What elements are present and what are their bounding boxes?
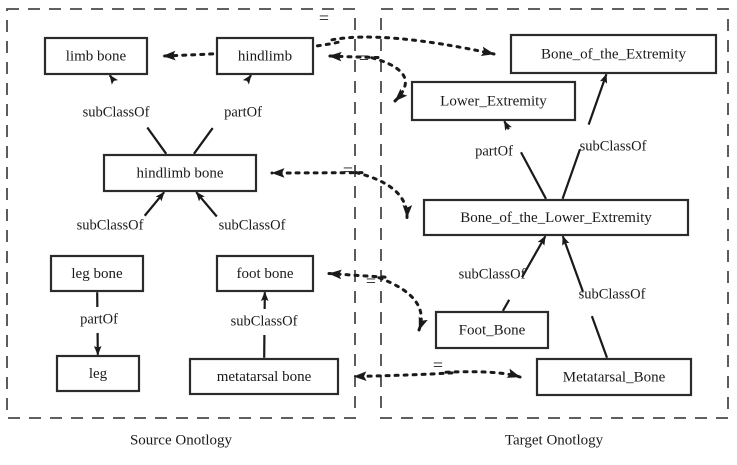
relation-edge-e7: partOf xyxy=(475,120,547,200)
concept-node-limb_bone[interactable]: limb bone xyxy=(43,36,149,76)
relation-edge-tail-e1 xyxy=(146,126,168,155)
relation-edge-label-e2: partOf xyxy=(224,104,262,120)
relation-edge-label-e6: subClassOf xyxy=(231,313,298,329)
group-box-source xyxy=(6,8,356,419)
relation-edge-label-e3: subClassOf xyxy=(77,217,144,233)
relation-edges-layer: subClassOf partOf subClassOf subClassOf part… xyxy=(77,73,647,359)
match-relation-symbol-m2: = xyxy=(359,48,369,68)
relation-edge-e3: subClassOf xyxy=(77,191,165,233)
concept-nodes-layer: limb bone hindlimb hindlimb bone leg bone fo… xyxy=(43,33,718,397)
relation-edge-tail-e10 xyxy=(590,315,609,359)
match-link-right-leg-m3 xyxy=(354,171,413,219)
group-box-target xyxy=(380,8,729,419)
concept-node-lower_extremity[interactable]: Lower_Extremity xyxy=(410,80,577,122)
concept-node-bone_extremity[interactable]: Bone_of_the_Extremity xyxy=(509,33,718,75)
group-caption-target: Target Onotlogy xyxy=(505,432,604,448)
match-relation-symbol-m4: = xyxy=(366,271,376,291)
relation-edge-head-e3 xyxy=(143,191,165,217)
relation-edge-label-e1: subClassOf xyxy=(83,104,150,120)
match-relation-symbol-m1: = xyxy=(319,8,329,28)
concept-node-box-lower_extremity[interactable] xyxy=(410,80,577,122)
relation-edge-e9: subClassOf xyxy=(459,235,547,312)
match-relation-symbol-m3: = xyxy=(343,160,353,180)
concept-node-hindlimb_bone[interactable]: hindlimb bone xyxy=(102,153,258,193)
concept-node-leg_bone[interactable]: leg bone xyxy=(49,254,145,293)
relation-edge-head-e10 xyxy=(561,235,585,293)
concept-node-hindlimb[interactable]: hindlimb xyxy=(215,36,315,76)
relation-edge-e4: subClassOf xyxy=(195,191,286,233)
relation-edge-label-e7: partOf xyxy=(475,143,513,159)
concept-node-box-foot_bone[interactable] xyxy=(215,254,315,293)
concept-node-foot_bone[interactable]: foot bone xyxy=(215,254,315,293)
match-link-m5: = xyxy=(352,355,522,382)
match-link-right-leg-m2 xyxy=(370,56,408,103)
match-link-right-leg-m4 xyxy=(377,276,428,332)
concept-node-label-hindlimb_bone: hindlimb bone xyxy=(136,165,223,181)
concept-node-box-leg[interactable] xyxy=(55,354,141,393)
relation-edge-tail-e2 xyxy=(193,127,214,155)
concept-node-label-metatarsal_bone_t: Metatarsal_Bone xyxy=(563,369,666,385)
concept-node-box-limb_bone[interactable] xyxy=(43,36,149,76)
relation-edge-e1: subClassOf xyxy=(83,74,168,155)
concept-node-label-foot_bone: foot bone xyxy=(236,266,293,282)
match-link-m1: = xyxy=(161,8,496,61)
relation-edge-e8: subClassOf xyxy=(561,73,647,200)
concept-node-box-metatarsal_bone[interactable] xyxy=(188,357,340,396)
concept-node-foot_bone_t[interactable]: Foot_Bone xyxy=(434,310,550,350)
concept-node-label-foot_bone_t: Foot_Bone xyxy=(459,322,526,338)
ontology-group-boxes xyxy=(6,8,729,419)
match-link-right-leg-m1 xyxy=(330,35,496,57)
relation-edge-label-e9: subClassOf xyxy=(459,266,526,282)
relation-edge-tail-e9 xyxy=(501,299,511,312)
relation-edge-head-e4 xyxy=(195,191,218,218)
concept-node-label-hindlimb: hindlimb xyxy=(238,48,292,64)
concept-node-box-foot_bone_t[interactable] xyxy=(434,310,550,350)
concept-node-box-bone_lower_ext[interactable] xyxy=(422,198,690,237)
concept-node-box-hindlimb[interactable] xyxy=(215,36,315,76)
concept-node-metatarsal_bone[interactable]: metatarsal bone xyxy=(188,357,340,396)
concept-node-label-leg: leg xyxy=(89,366,108,382)
relation-edge-label-e10: subClassOf xyxy=(579,286,646,302)
concept-node-label-metatarsal_bone: metatarsal bone xyxy=(217,369,312,385)
relation-edge-head-e9 xyxy=(521,235,547,278)
concept-node-label-lower_extremity: Lower_Extremity xyxy=(440,93,547,109)
match-link-left-leg-m5 xyxy=(352,371,454,382)
relation-edge-head-e2 xyxy=(242,74,252,85)
relation-edge-head-e1 xyxy=(108,74,119,85)
concept-node-leg[interactable]: leg xyxy=(55,354,141,393)
relation-edge-head-e7 xyxy=(503,120,512,131)
concept-node-label-leg_bone: leg bone xyxy=(71,266,123,282)
relation-edge-tail-e8 xyxy=(561,148,582,200)
group-captions-layer: Source Onotlogy Target Onotlogy xyxy=(130,432,604,448)
match-link-m4: = xyxy=(327,269,428,332)
relation-edge-e6: subClassOf xyxy=(231,291,298,358)
relation-edge-label-e5: partOf xyxy=(80,311,118,327)
concept-node-box-metatarsal_bone_t[interactable] xyxy=(535,357,693,397)
relation-edge-label-e4: subClassOf xyxy=(219,217,286,233)
match-link-left-leg-m2 xyxy=(327,51,380,62)
relation-edge-e5: partOf xyxy=(80,292,118,356)
concept-node-box-hindlimb_bone[interactable] xyxy=(102,153,258,193)
relation-edge-e10: subClassOf xyxy=(561,235,646,359)
concept-node-bone_lower_ext[interactable]: Bone_of_the_Lower_Extremity xyxy=(422,198,690,237)
concept-node-label-limb_bone: limb bone xyxy=(66,48,127,64)
relation-edge-e2: partOf xyxy=(193,74,262,155)
concept-node-box-bone_extremity[interactable] xyxy=(509,33,718,75)
group-caption-source: Source Onotlogy xyxy=(130,432,233,448)
relation-edge-tail-e7 xyxy=(520,151,547,200)
concept-node-box-leg_bone[interactable] xyxy=(49,254,145,293)
match-relation-symbol-m5: = xyxy=(433,355,443,375)
concept-node-metatarsal_bone_t[interactable]: Metatarsal_Bone xyxy=(535,357,693,397)
match-link-left-leg-m4 xyxy=(327,269,387,280)
match-link-m2: = xyxy=(327,48,408,103)
concept-node-label-bone_lower_ext: Bone_of_the_Lower_Extremity xyxy=(460,210,652,226)
match-link-right-leg-m5 xyxy=(444,368,522,379)
relation-edge-label-e8: subClassOf xyxy=(580,138,647,154)
concept-node-label-bone_extremity: Bone_of_the_Extremity xyxy=(541,46,686,62)
relation-edge-head-e8 xyxy=(587,73,608,126)
match-link-m3: = xyxy=(270,160,413,219)
